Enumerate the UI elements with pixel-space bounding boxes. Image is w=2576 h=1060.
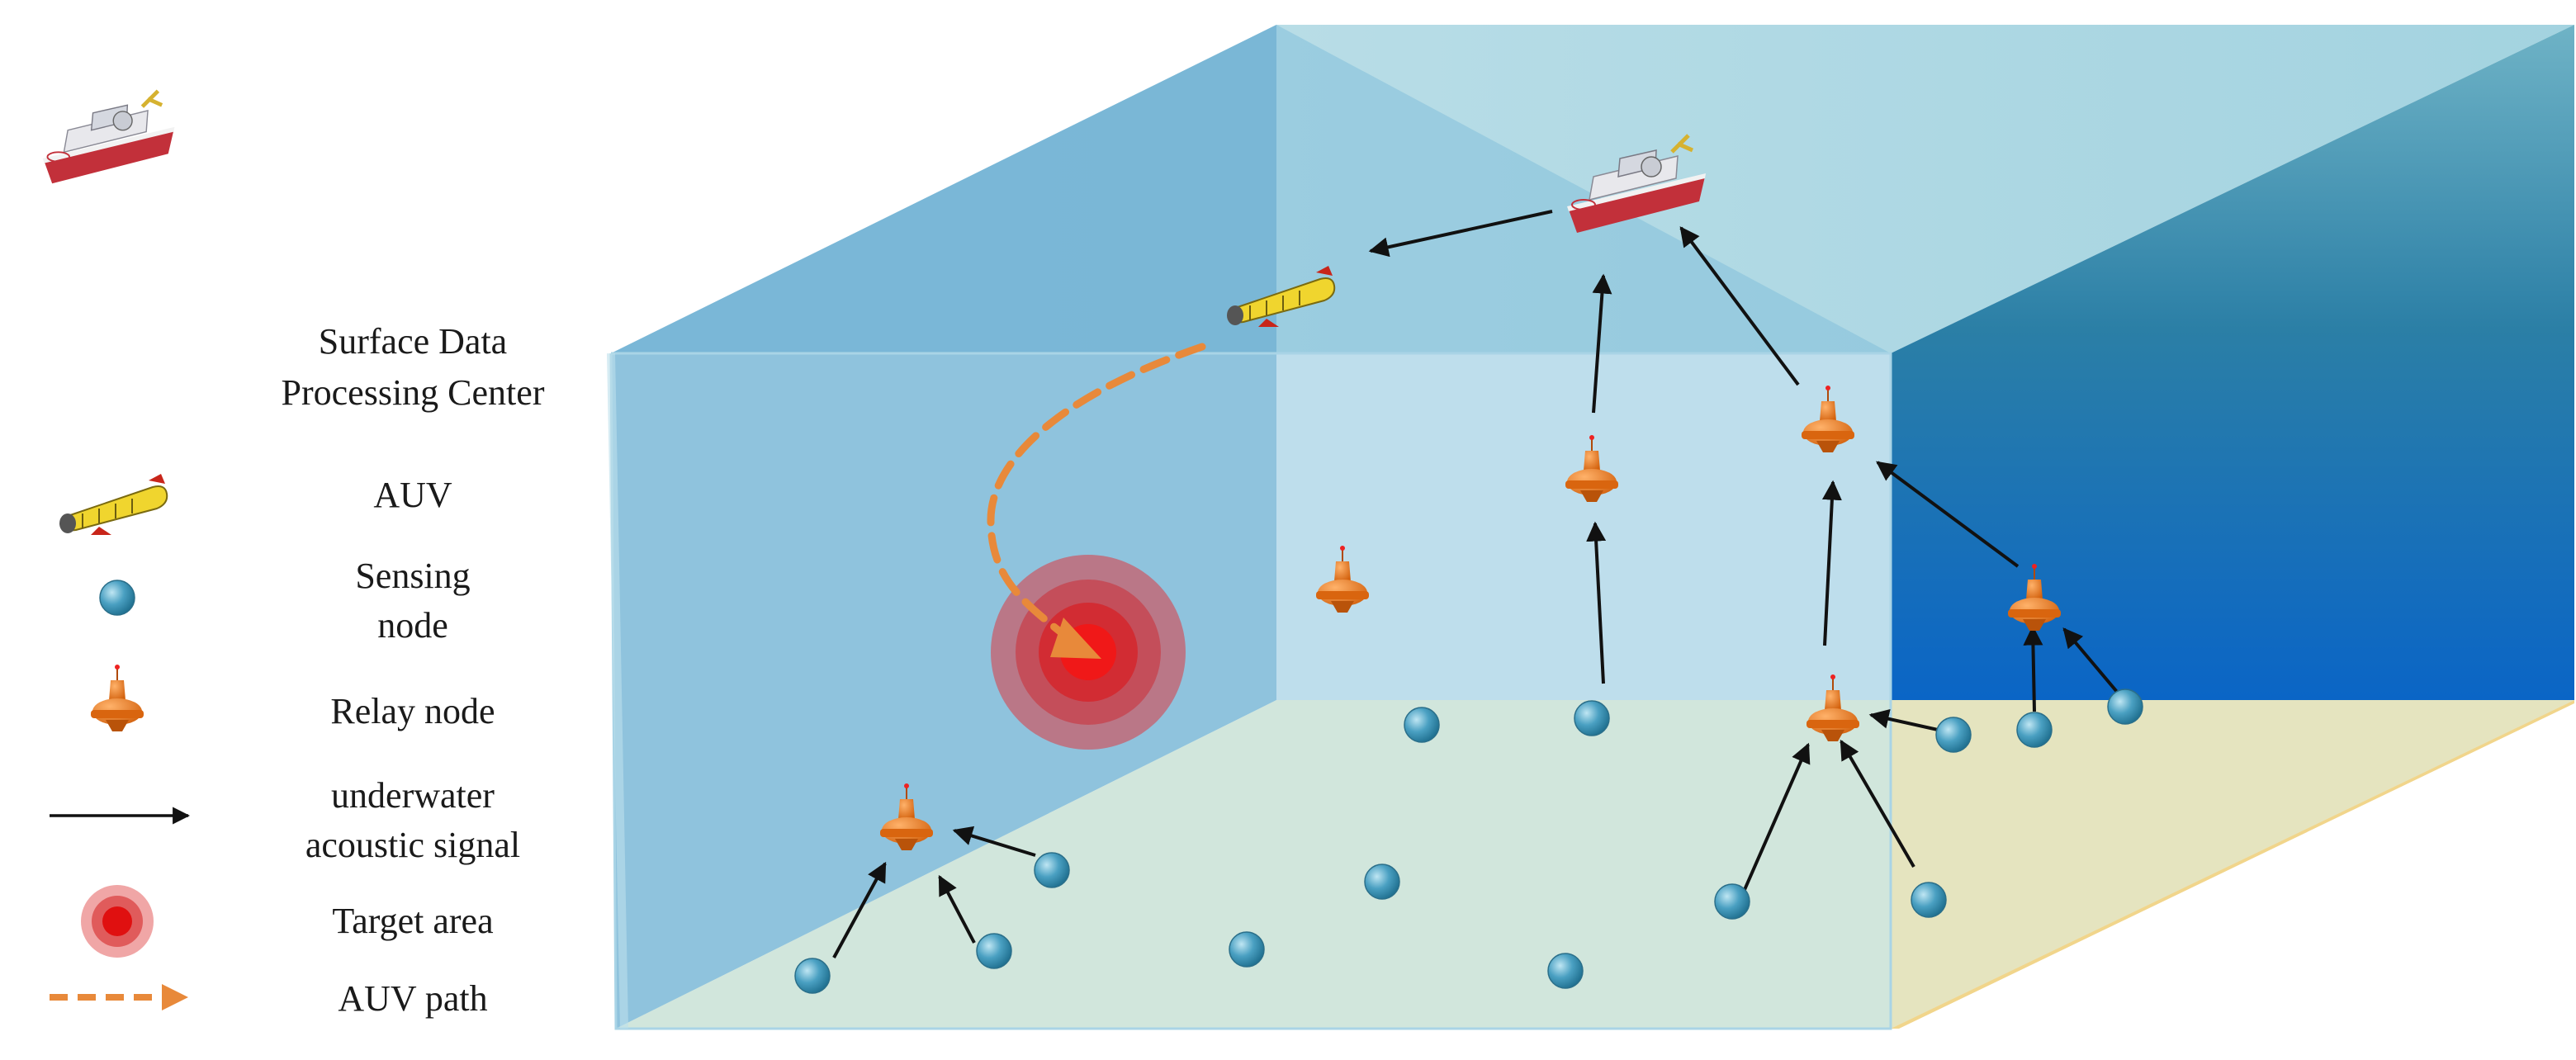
sensing-node: [1034, 852, 1070, 888]
sensing-node: [1714, 883, 1750, 920]
auv-path: [987, 343, 1206, 659]
legend-label-auv: AUV: [373, 475, 452, 515]
signal-arrow: [1586, 521, 1607, 684]
water-back-face: [1276, 25, 1891, 700]
legend-label-signal-1: underwater: [331, 775, 495, 816]
signal-arrow: [2023, 625, 2043, 712]
auv-icon: [59, 473, 168, 536]
sensing-node: [1547, 953, 1584, 989]
water-right-face: [1891, 25, 2574, 700]
legend-label-signal-2: acoustic signal: [305, 825, 520, 865]
signal-arrow: [1679, 226, 1800, 386]
legend-label-surface-center-1: Surface Data: [319, 321, 507, 362]
acoustic-signals: [832, 210, 2119, 958]
signal-arrow: [1368, 210, 1553, 258]
sensing-node: [1364, 864, 1400, 900]
legend: Surface Data Processing Center AUV Sensi…: [43, 91, 545, 1019]
signal-arrow: [1840, 739, 1915, 868]
sensing-node-icon: [99, 580, 135, 616]
target-icon: [81, 885, 154, 958]
signal-arrow: [952, 826, 1036, 857]
water-left-face: [611, 25, 1276, 1029]
sensing-node: [794, 958, 831, 994]
relay-node-icon: [90, 664, 144, 732]
sensing-node: [1229, 931, 1265, 968]
water-front-face: [611, 353, 1891, 1029]
sensing-node: [2107, 689, 2143, 725]
legend-label-relay: Relay node: [330, 691, 495, 731]
legend-label-auv-path: AUV path: [338, 978, 487, 1019]
sensing-node: [1935, 717, 1972, 753]
sensing-node: [1911, 882, 1947, 918]
signal-arrow: [1742, 742, 1811, 892]
sensing-node: [1404, 707, 1440, 743]
signal-arrow: [1868, 708, 1946, 733]
signal-arrow: [1821, 480, 1842, 646]
legend-label-target: Target area: [332, 901, 493, 941]
legend-label-sensing-2: node: [377, 605, 448, 646]
dashed-arrow-icon: [50, 984, 188, 1010]
signal-arrow: [1876, 461, 2020, 568]
sensing-node: [976, 933, 1012, 969]
signal-arrow: [832, 861, 887, 958]
sensing-node: [2016, 712, 2053, 748]
sensing-node: [1574, 700, 1610, 736]
ship-icon: [43, 91, 175, 183]
legend-label-sensing-1: Sensing: [355, 556, 470, 596]
signal-arrow: [1592, 273, 1612, 414]
signal-arrow: [938, 874, 976, 944]
signal-arrow: [2062, 627, 2119, 693]
legend-label-surface-center-2: Processing Center: [282, 372, 545, 413]
ocean-volume: [607, 25, 2574, 1030]
